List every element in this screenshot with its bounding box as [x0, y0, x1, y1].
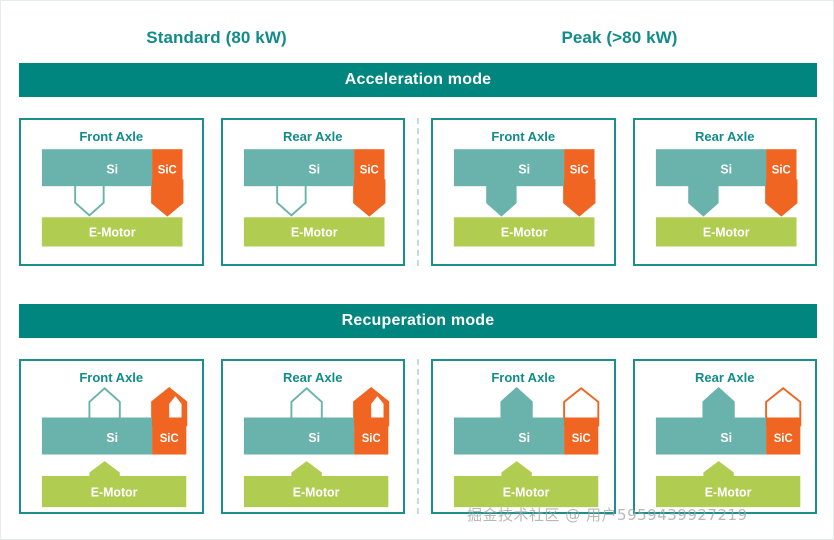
- si-block: [655, 417, 766, 455]
- axle-schematic: Si SiC E-Motor: [655, 386, 801, 508]
- axle-schematic: Si SiC E-Motor: [41, 386, 188, 508]
- axle-schematic: Si SiC E-Motor: [243, 386, 389, 508]
- si-block: [655, 149, 766, 187]
- axle-cell-peak-rear-axle[interactable]: Rear Axle Si SiC E-Motor: [632, 359, 817, 514]
- power-class-divider: [405, 359, 431, 514]
- si-label: Si: [720, 162, 732, 176]
- column-title-standard: Standard (80 kW): [146, 28, 287, 47]
- cell-gap: [616, 118, 633, 266]
- cell-gap: [204, 359, 221, 514]
- cell-gap: [616, 359, 633, 514]
- sic-block: [765, 149, 796, 187]
- sic-label: SiC: [158, 164, 177, 176]
- axle-schematic: Si SiC E-Motor: [453, 149, 596, 247]
- si-block: [243, 149, 354, 187]
- axle-cell-standard-rear-axle[interactable]: Rear Axle Si SiC E-Motor: [220, 118, 405, 266]
- axle-schematic: Si SiC E-Motor: [243, 149, 385, 247]
- sic-block: [765, 417, 800, 455]
- emotor-label: E-Motor: [702, 226, 749, 240]
- emotor-block: [453, 475, 599, 508]
- cell-row-recuperation: Front Axle Si SiC E-Motor Rear Axle: [19, 359, 817, 514]
- axle-title: Rear Axle: [695, 370, 755, 385]
- si-block: [41, 417, 153, 455]
- emotor-label: E-Motor: [89, 226, 136, 240]
- sic-label: SiC: [572, 433, 592, 445]
- sic-label: SiC: [160, 433, 180, 445]
- axle-stage: Si SiC E-Motor: [433, 120, 614, 264]
- si-block: [453, 149, 565, 187]
- si-label: Si: [106, 162, 118, 176]
- sic-block: [353, 417, 388, 455]
- axle-title: Front Axle: [491, 370, 556, 385]
- column-titles: Standard (80 kW) Peak (>80 kW): [15, 23, 821, 53]
- axle-title: Front Axle: [79, 129, 144, 144]
- si-block: [41, 149, 153, 187]
- axle-cell-peak-rear-axle[interactable]: Rear Axle Si SiC E-Motor: [632, 118, 817, 266]
- axle-cell-standard-front-axle[interactable]: Front Axle Si SiC E-Motor: [19, 118, 204, 266]
- axle-cell-standard-front-axle[interactable]: Front Axle Si SiC E-Motor: [19, 359, 204, 514]
- mode-band-acceleration: Acceleration mode: [19, 63, 817, 97]
- si-label: Si: [308, 162, 320, 176]
- axle-stage: Si SiC E-Motor: [223, 361, 404, 512]
- si-label: Si: [518, 162, 530, 176]
- emotor-block: [243, 475, 388, 508]
- sic-label: SiC: [359, 164, 378, 176]
- axle-title: Rear Axle: [283, 370, 343, 385]
- axle-stage: Si SiC E-Motor: [21, 361, 202, 512]
- power-class-divider: [405, 118, 431, 266]
- emotor-block: [655, 217, 796, 247]
- emotor-block: [243, 217, 384, 247]
- axle-cell-standard-rear-axle[interactable]: Rear Axle Si SiC E-Motor: [220, 359, 405, 514]
- emotor-label: E-Motor: [290, 226, 337, 240]
- emotor-block: [41, 217, 183, 247]
- axle-title: Front Axle: [79, 370, 144, 385]
- axle-title: Rear Axle: [695, 129, 755, 144]
- emotor-block: [41, 475, 187, 508]
- mode-band-recuperation: Recuperation mode: [19, 304, 817, 338]
- sic-label: SiC: [570, 164, 589, 176]
- sic-block: [152, 149, 183, 187]
- axle-stage: Si SiC E-Motor: [635, 361, 816, 512]
- axle-stage: Si SiC E-Motor: [21, 120, 202, 264]
- emotor-label: E-Motor: [91, 485, 138, 499]
- sic-arrow-notch: [169, 396, 182, 422]
- axle-schematic: Si SiC E-Motor: [453, 386, 600, 508]
- emotor-block: [453, 217, 595, 247]
- sic-label: SiC: [773, 433, 793, 445]
- si-label: Si: [106, 431, 118, 445]
- axle-cell-peak-front-axle[interactable]: Front Axle Si SiC E-Motor: [431, 359, 616, 514]
- emotor-block: [655, 475, 800, 508]
- sic-label: SiC: [361, 433, 381, 445]
- axle-title: Rear Axle: [283, 129, 343, 144]
- axle-cell-peak-front-axle[interactable]: Front Axle Si SiC E-Motor: [431, 118, 616, 266]
- sic-arrow-notch: [370, 396, 384, 422]
- axle-title: Front Axle: [491, 129, 556, 144]
- sic-block: [353, 149, 384, 187]
- cell-row-acceleration: Front Axle Si SiC E-Motor Rear Axle: [19, 118, 817, 266]
- cell-gap: [204, 118, 221, 266]
- si-block: [453, 417, 565, 455]
- si-label: Si: [518, 431, 530, 445]
- axle-schematic: Si SiC E-Motor: [655, 149, 797, 247]
- sic-label: SiC: [771, 164, 790, 176]
- sic-block: [564, 149, 595, 187]
- si-block: [243, 417, 354, 455]
- axle-stage: Si SiC E-Motor: [223, 120, 404, 264]
- si-label: Si: [720, 431, 732, 445]
- column-title-peak: Peak (>80 kW): [561, 28, 678, 47]
- axle-schematic: Si SiC E-Motor: [41, 149, 184, 247]
- emotor-label: E-Motor: [503, 485, 550, 499]
- sic-block: [152, 417, 187, 455]
- sic-block: [564, 417, 599, 455]
- watermark: 掘金技术社区 @ 用户5959439927219: [467, 506, 748, 524]
- axle-stage: Si SiC E-Motor: [433, 361, 614, 512]
- emotor-label: E-Motor: [292, 485, 339, 499]
- emotor-label: E-Motor: [501, 226, 548, 240]
- axle-stage: Si SiC E-Motor: [635, 120, 816, 264]
- emotor-label: E-Motor: [704, 485, 751, 499]
- si-label: Si: [308, 431, 320, 445]
